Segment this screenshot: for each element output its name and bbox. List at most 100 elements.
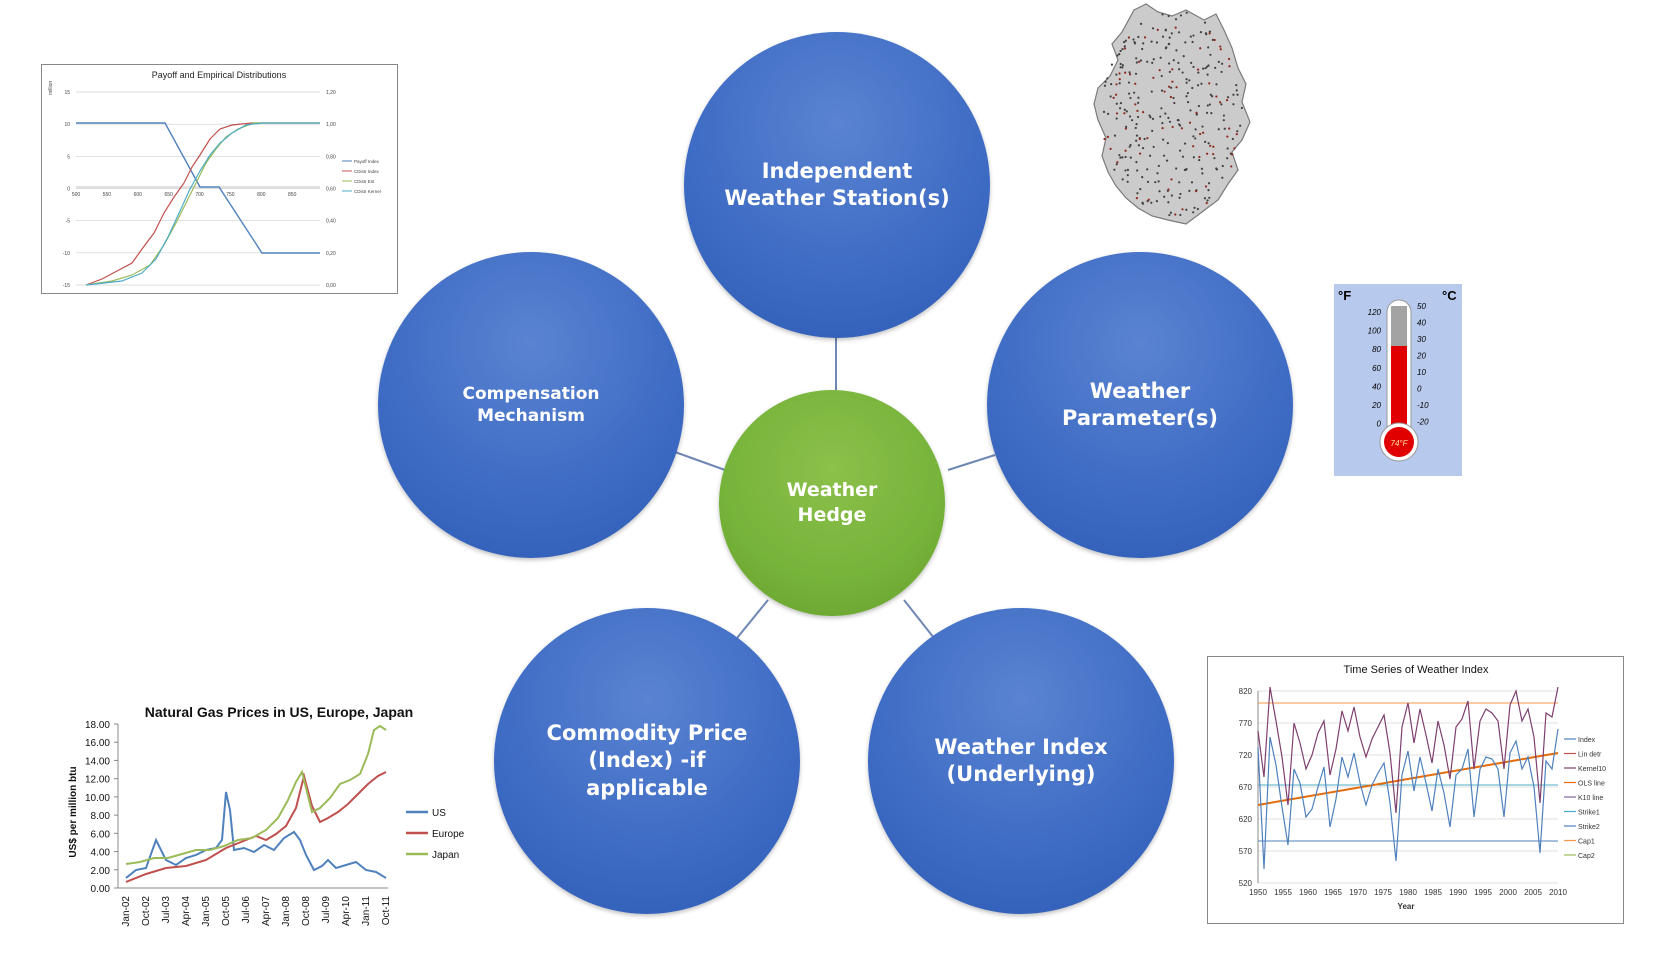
station-dot (1168, 120, 1172, 123)
celsius-tick: 30 (1417, 335, 1426, 344)
station-dot (1225, 99, 1229, 102)
station-dot (1118, 82, 1121, 85)
station-dot (1201, 67, 1205, 70)
station-dot (1195, 113, 1198, 116)
index-gridlines (1257, 690, 1558, 884)
payoff-x-tick: 500 (72, 192, 81, 198)
station-dot (1165, 159, 1169, 162)
index-y-tick: 820 (1239, 687, 1253, 696)
station-dot (1113, 168, 1116, 171)
station-dot (1146, 180, 1150, 183)
station-dot (1146, 168, 1149, 171)
node-label: Independent Weather Station(s) (724, 158, 950, 210)
gas-legend-label: Japan (432, 850, 459, 861)
germany-station-map (1093, 3, 1251, 225)
station-dot (1222, 119, 1225, 122)
station-dot (1125, 125, 1128, 128)
station-dot (1135, 197, 1139, 200)
station-dot (1192, 145, 1195, 148)
fahrenheit-tick: 80 (1372, 345, 1381, 354)
station-dot (1147, 198, 1150, 201)
payoff-chart: Payoff and Empirical Distributions milli… (41, 64, 398, 294)
station-dot (1141, 47, 1144, 51)
station-dot (1211, 38, 1214, 41)
station-dot (1168, 36, 1171, 39)
index-x-tick: 1980 (1399, 888, 1417, 897)
gas-europe-line (125, 771, 387, 883)
station-dot (1185, 168, 1188, 171)
station-dot (1167, 116, 1170, 119)
station-dot (1143, 137, 1146, 141)
station-dot (1190, 61, 1193, 64)
station-dot (1194, 128, 1197, 131)
station-dot (1167, 201, 1170, 204)
station-dot (1185, 95, 1188, 98)
station-dot (1151, 27, 1155, 30)
station-dot (1115, 102, 1118, 105)
gas-y-tick: 0.00 (91, 884, 111, 895)
station-dot (1188, 121, 1192, 124)
index-legend-label: Index (1578, 737, 1596, 744)
payoff-y-tick: 15 (64, 90, 70, 96)
celsius-tick: 20 (1416, 352, 1426, 361)
station-dot (1200, 167, 1204, 170)
station-dot (1110, 63, 1114, 66)
station-dot (1136, 169, 1139, 172)
station-dot (1150, 40, 1153, 43)
fahrenheit-tick: 0 (1377, 420, 1382, 429)
index-y-tick: 570 (1239, 847, 1253, 856)
gas-legend-label: Europe (432, 829, 465, 840)
node-weather-index: Weather Index (Underlying) (868, 608, 1174, 914)
station-dot (1121, 178, 1124, 181)
index-x-tick: 1985 (1424, 888, 1442, 897)
station-dot (1191, 86, 1194, 90)
station-dot (1205, 152, 1209, 155)
celsius-tick: 40 (1417, 319, 1426, 328)
station-dot (1198, 158, 1201, 162)
station-dot (1205, 201, 1208, 205)
station-dot (1135, 61, 1138, 64)
gas-x-tick: Jul-09 (321, 896, 332, 924)
payoff-index-line (76, 122, 320, 254)
index-legend-label: Lin detr (1578, 752, 1602, 759)
index-y-tick: 770 (1239, 719, 1253, 728)
fahrenheit-tick: 120 (1368, 308, 1382, 317)
station-dot (1227, 57, 1231, 61)
station-dot (1168, 42, 1171, 45)
station-dot (1170, 86, 1173, 89)
station-dot (1195, 111, 1198, 114)
index-y-tick: 670 (1239, 783, 1253, 792)
station-dot (1133, 40, 1136, 44)
station-dot (1138, 137, 1142, 141)
station-dot (1112, 96, 1115, 100)
station-dot (1109, 147, 1112, 150)
station-dot (1185, 208, 1188, 211)
station-dot (1177, 61, 1180, 64)
station-dot (1135, 139, 1138, 142)
station-dot (1183, 142, 1187, 145)
station-dot (1194, 137, 1197, 140)
station-dot (1134, 126, 1137, 130)
station-dot (1134, 103, 1137, 106)
station-dot (1185, 11, 1188, 14)
gas-chart-title: Natural Gas Prices in US, Europe, Japan (145, 704, 413, 720)
station-dot (1167, 62, 1171, 65)
station-dot (1119, 49, 1122, 53)
station-dot (1209, 144, 1212, 147)
gas-x-tick: Jan-08 (281, 896, 292, 927)
station-dot (1109, 95, 1112, 98)
station-dot (1219, 48, 1222, 51)
gas-x-tick: Oct-02 (141, 896, 152, 926)
station-dot (1127, 92, 1131, 95)
station-dot (1127, 36, 1130, 39)
payoff-x-tick: 700 (195, 192, 204, 198)
index-x-tick: 1965 (1324, 888, 1342, 897)
station-dot (1124, 169, 1127, 172)
payoff-y2-tick: 0,60 (326, 187, 336, 193)
station-dot (1168, 85, 1171, 88)
station-dot (1139, 188, 1142, 191)
station-dot (1170, 32, 1173, 35)
